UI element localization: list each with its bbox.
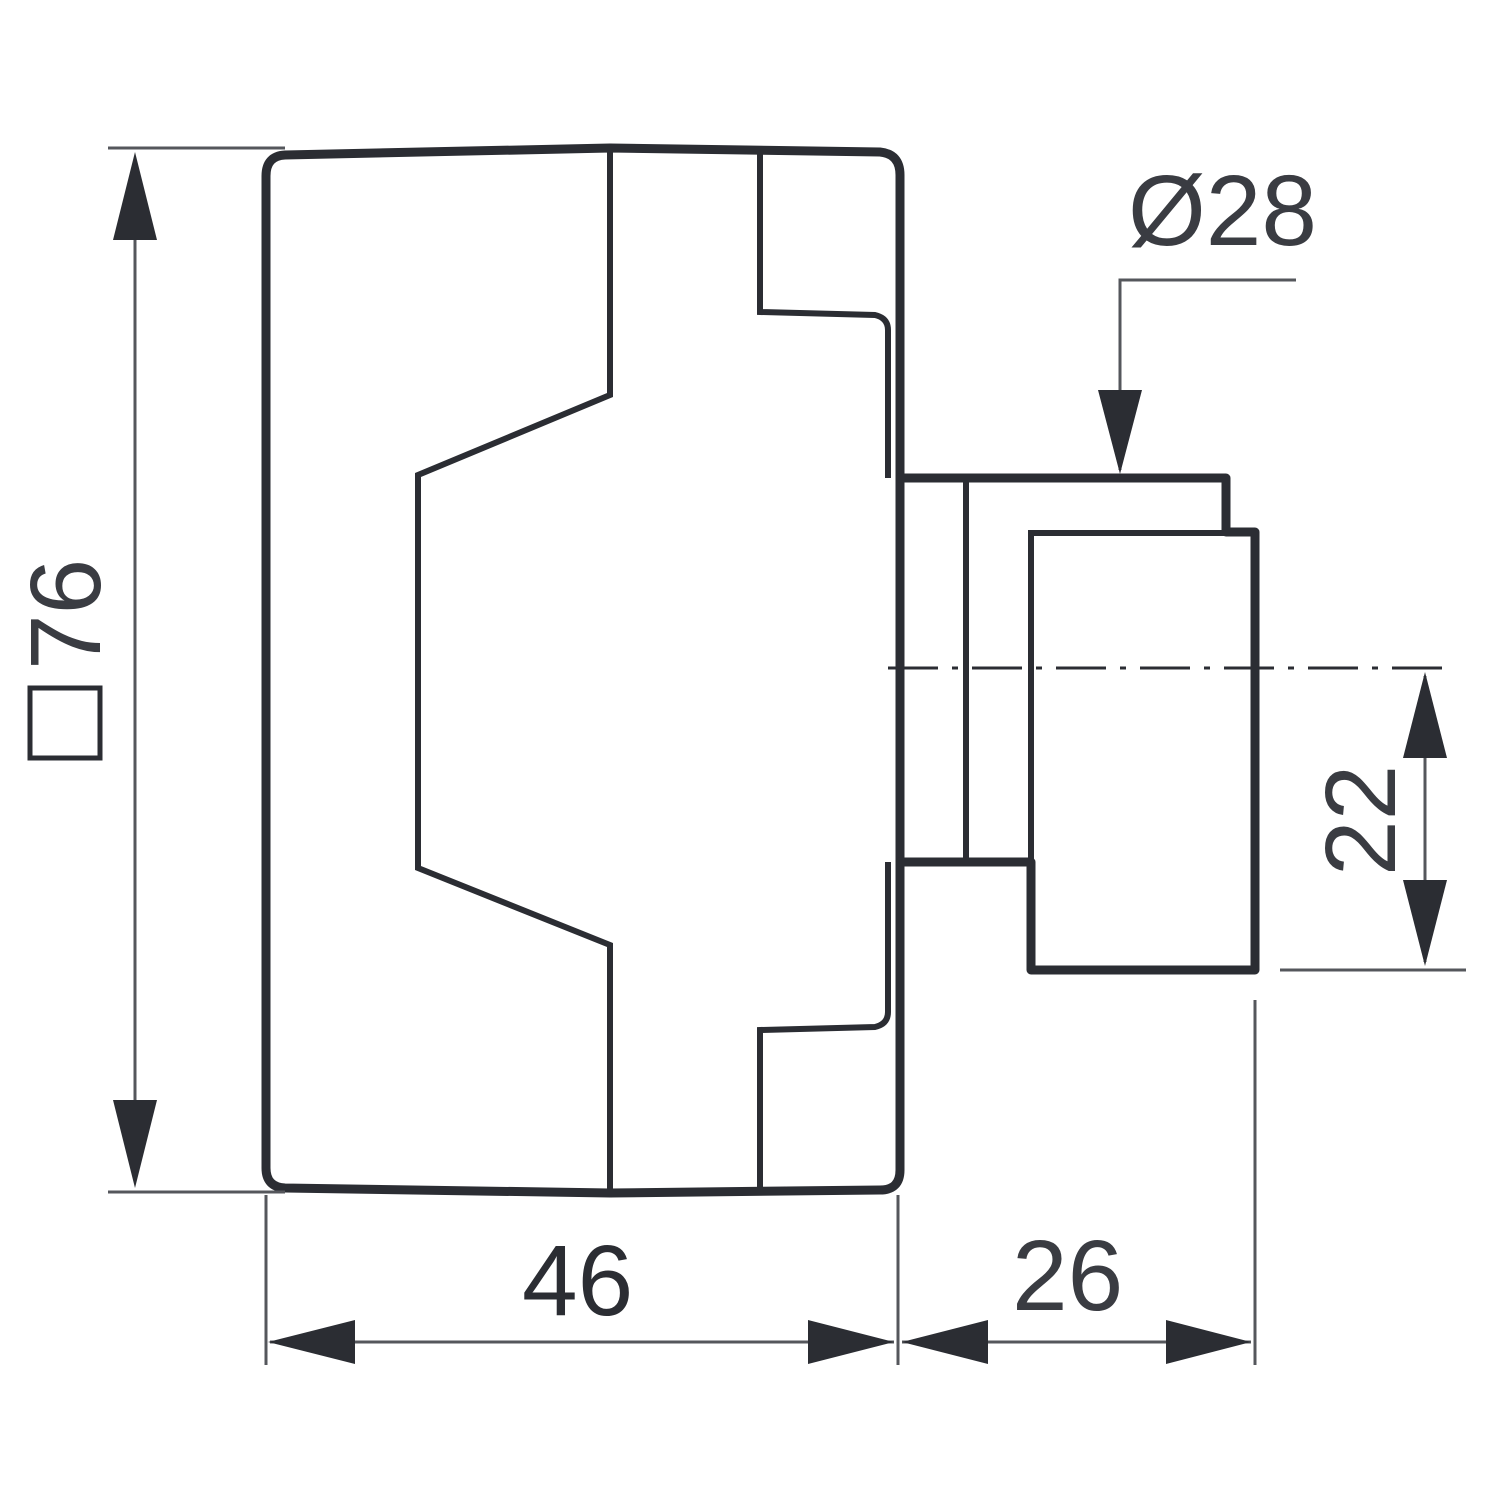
dim-26-value: 26 <box>1012 1220 1123 1332</box>
arrow-down-icon <box>113 1100 157 1188</box>
leader-line-28 <box>1118 278 1296 470</box>
actuator-collar <box>895 473 1260 975</box>
arrow-right-icon <box>808 1320 894 1364</box>
dim-76-value: 76 <box>10 559 122 670</box>
arrow-down-icon <box>1403 880 1447 966</box>
body-division-line <box>415 150 613 1192</box>
top-recess <box>757 152 891 478</box>
arrow-up-icon <box>113 152 157 240</box>
body-outline <box>261 143 905 1198</box>
dim-22-value: 22 <box>1305 765 1417 876</box>
dim-28-label: Ø28 <box>1128 155 1317 267</box>
actuator-cap <box>1028 530 1228 862</box>
bottom-recess <box>757 862 891 1190</box>
arrow-left-icon <box>902 1320 988 1364</box>
arrow-left-icon <box>268 1320 355 1364</box>
square-symbol-icon <box>27 685 103 761</box>
arrow-right-icon <box>1166 1320 1251 1364</box>
arrow-down-icon <box>1098 390 1142 474</box>
dim-46-value: 46 <box>522 1225 633 1337</box>
arrow-up-icon <box>1403 672 1447 758</box>
